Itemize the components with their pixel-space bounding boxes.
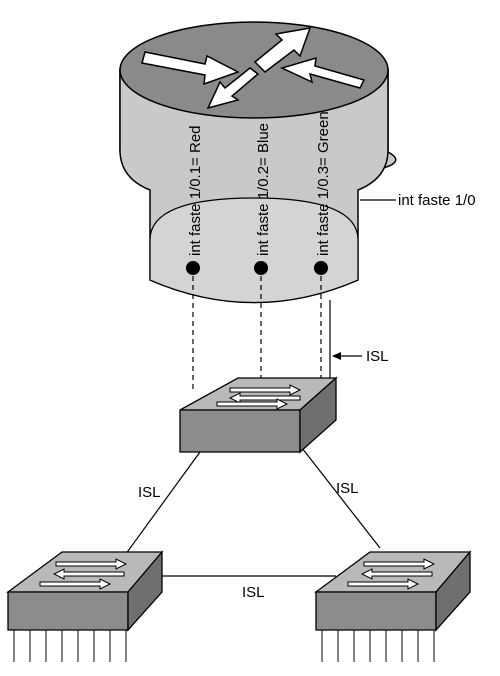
isl-label-bottom: ISL [242, 584, 265, 601]
switch-arrows-icon [347, 558, 436, 590]
subinterface-dot-3 [314, 261, 328, 275]
switch-right [314, 550, 472, 662]
subinterface-dot-2 [254, 261, 268, 275]
links [119, 276, 381, 577]
interface-label: int faste 1/0 [398, 192, 476, 209]
switch-ports [13, 630, 127, 662]
switch-arrows-icon [216, 384, 302, 410]
router-top [119, 21, 389, 119]
isl-label-right: ISL [336, 480, 359, 497]
switch-left [6, 550, 164, 662]
subinterface-label-3: int faste 1/0.3= Green [315, 111, 332, 256]
subinterface-dot-1 [186, 261, 200, 275]
subinterface-label-1: int faste 1/0.1= Red [187, 125, 204, 256]
switch-core [179, 376, 338, 454]
switch-arrows-icon [39, 558, 128, 590]
link-right [301, 447, 381, 549]
router-arrows-icon [141, 27, 366, 110]
isl-arrow [332, 352, 362, 360]
subinterface-label-2: int faste 1/0.2= Blue [255, 123, 272, 256]
router: int faste 1/0.1= Red int faste 1/0.2= Bl… [119, 21, 476, 304]
link-left [119, 451, 201, 563]
isl-label-left: ISL [138, 484, 161, 501]
isl-label-trunk: ISL [366, 348, 389, 365]
switch-ports [321, 630, 435, 662]
